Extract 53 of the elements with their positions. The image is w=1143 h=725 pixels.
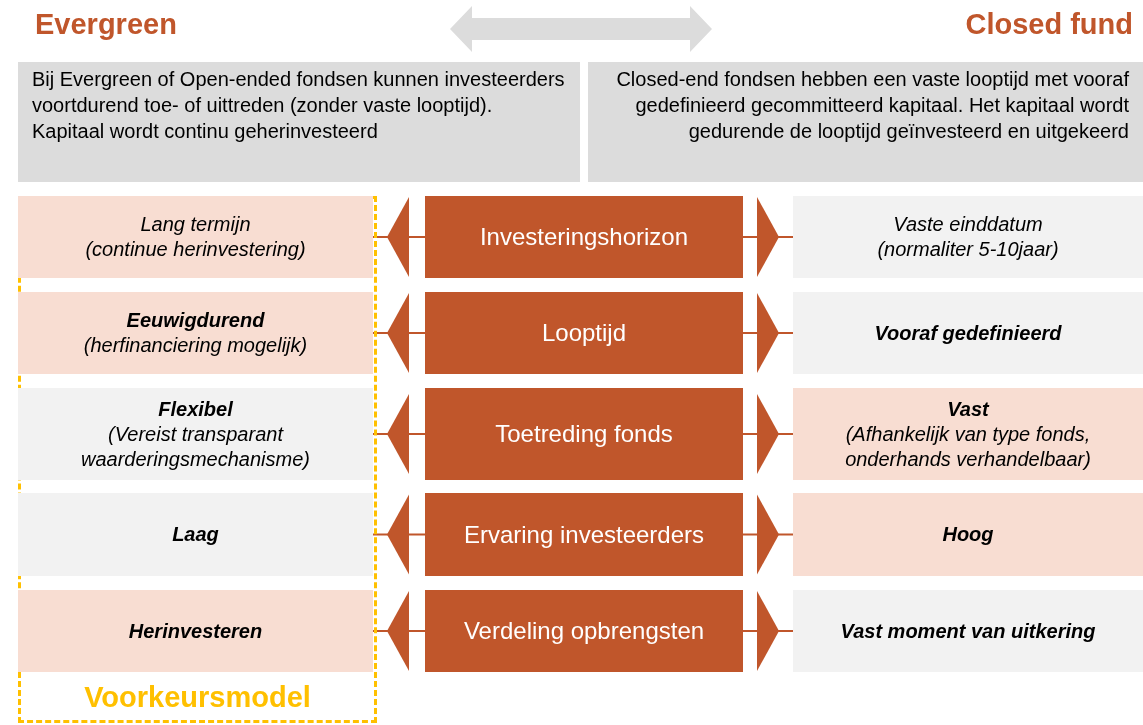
- property-box: [793, 388, 1143, 480]
- property-heading: Laag: [171, 522, 220, 547]
- property-note: (Afhankelijk van type fonds, onderhands verhandelbaar): [844, 421, 1092, 472]
- property-note: (Vereist transparant waarderingsmechanisme): [80, 421, 311, 472]
- category-box: [425, 292, 743, 374]
- property-box: [18, 292, 373, 374]
- property-box: [18, 196, 373, 278]
- category-box: [425, 196, 743, 278]
- property-box: [793, 590, 1143, 672]
- chevron-arrow: [372, 197, 426, 277]
- property-note: (continue herinvestering): [84, 237, 307, 262]
- description-panel: [588, 62, 1143, 182]
- description-panel: [18, 62, 580, 182]
- category-text: Verdeling opbrengsten: [462, 617, 706, 645]
- chevron-arrow: [372, 494, 426, 575]
- description-text: Bij Evergreen of Open-ended fondsen kunnen investeerders voortdurend toe- of uittreden (zonder vaste looptijd). Kapitaal wordt continu geherinvesteerd: [32, 67, 566, 144]
- property-box: [18, 388, 373, 480]
- chevron-arrow: [372, 591, 426, 671]
- description-text: Closed-end fondsen hebben een vaste looptijd met vooraf gedefinieerd gecommitteerd kapitaal. Het kapitaal wordt gedurende de looptijd geïnvesteerd en uitgekeerd: [615, 67, 1129, 144]
- preferred-model-label: Voorkeursmodel: [84, 681, 311, 714]
- property-heading: Hoog: [941, 522, 995, 547]
- dashed-frame: [18, 196, 377, 723]
- property-heading: Herinvesteren: [127, 618, 264, 644]
- category-box: [425, 493, 743, 576]
- category-text: Toetreding fonds: [494, 420, 674, 448]
- property-heading: Vooraf gedefinieerd: [873, 320, 1063, 346]
- property-note: (herfinanciering mogelijk): [82, 333, 309, 358]
- property-box: [18, 493, 373, 576]
- property-note: (normaliter 5-10jaar): [876, 237, 1060, 262]
- category-text: Looptijd: [540, 319, 628, 347]
- chevron-arrow: [742, 591, 794, 671]
- chevron-arrow: [372, 293, 426, 373]
- property-heading: Vaste einddatum: [892, 212, 1044, 237]
- property-heading: Flexibel: [157, 396, 234, 422]
- chevron-arrow: [372, 394, 426, 474]
- property-box: [793, 196, 1143, 278]
- category-box: [425, 388, 743, 480]
- chevron-arrow: [742, 494, 794, 575]
- column-heading: Closed fund: [965, 8, 1133, 41]
- property-box: [793, 292, 1143, 374]
- property-heading: Lang termijn: [139, 212, 252, 237]
- chevron-arrow: [742, 394, 794, 474]
- column-heading: Evergreen: [35, 8, 177, 41]
- chevron-arrow: [742, 197, 794, 277]
- category-box: [425, 590, 743, 672]
- property-heading: Vast: [946, 396, 991, 422]
- property-heading: Vast moment van uitkering: [839, 618, 1097, 644]
- property-box: [18, 590, 373, 672]
- property-heading: Eeuwigdurend: [125, 308, 266, 333]
- category-text: Investeringshorizon: [478, 223, 690, 251]
- category-text: Ervaring investeerders: [462, 520, 706, 549]
- chevron-arrow: [742, 293, 794, 373]
- property-box: [793, 493, 1143, 576]
